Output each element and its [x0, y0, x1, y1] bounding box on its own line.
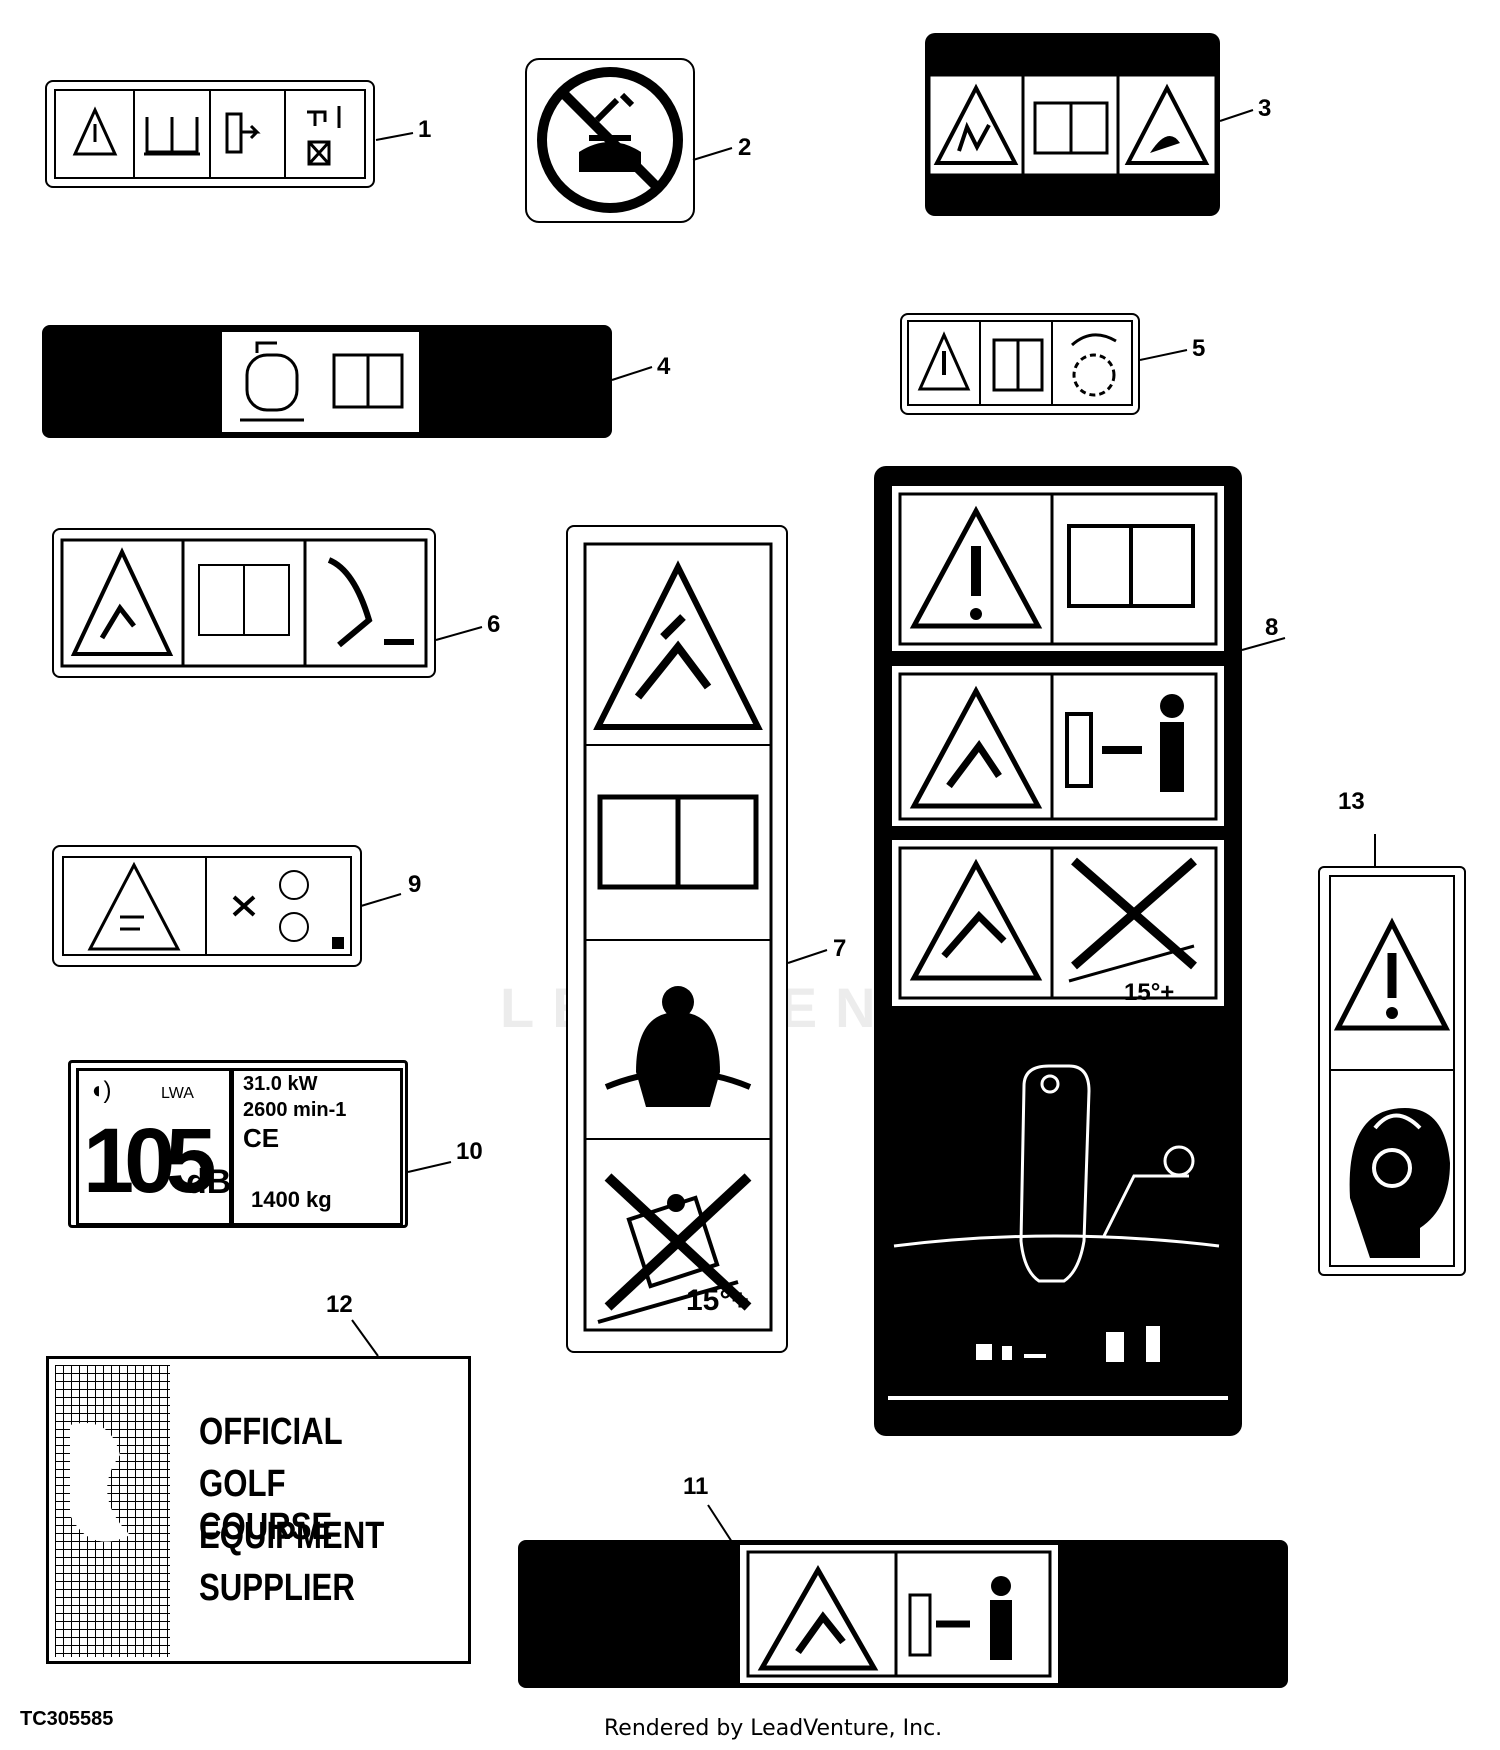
decal-3 — [925, 33, 1220, 216]
no-water-spray-icon — [537, 67, 683, 213]
noise-icon: ◖) — [89, 1077, 112, 1104]
slope-angle-label: 15°+ — [686, 1284, 749, 1317]
decal-13 — [1318, 866, 1466, 1276]
decal-5 — [900, 313, 1140, 415]
callout-10: 10 — [456, 1138, 483, 1165]
callout-6: 6 — [487, 611, 501, 638]
warning-icon — [72, 106, 118, 156]
callout-9: 9 — [408, 871, 422, 898]
decal-7: 15°+ — [566, 525, 788, 1353]
decal-3-icons — [927, 73, 1218, 177]
rotating-part-icon — [279, 870, 309, 900]
decal-13-icons — [1329, 875, 1455, 1267]
engine-speed: 2600 min-1 — [243, 1099, 347, 1121]
decal-8-icons — [888, 486, 1228, 1400]
manual-icon — [332, 353, 404, 409]
figure-id: TC305585 — [20, 1708, 114, 1730]
decal-10: ◖) LWA 105 dB 31.0 kW 2600 min-1 CE 1400… — [68, 1060, 408, 1228]
warning-icon — [1333, 917, 1451, 1031]
db-value: 105 — [83, 1110, 216, 1212]
callout-13: 13 — [1338, 788, 1365, 815]
ce-mark: CE — [243, 1123, 280, 1153]
warning-icon — [917, 331, 971, 391]
manual-icon — [198, 564, 290, 636]
decal-12: OFFICIAL GOLF COURSE EQUIPMENT SUPPLIER — [46, 1356, 471, 1664]
decal-6 — [52, 528, 436, 678]
callout-8: 8 — [1265, 614, 1279, 641]
key-remove-icon — [225, 112, 261, 154]
decal-1 — [45, 80, 375, 188]
callout-7: 7 — [833, 935, 847, 962]
person-icon — [1160, 694, 1184, 792]
control-symbols-icon — [976, 1326, 1160, 1362]
decal-8: 15°+ — [874, 466, 1242, 1436]
callout-12: 12 — [326, 1291, 353, 1318]
callout-4: 4 — [657, 353, 671, 380]
seatbelt-icon — [604, 986, 752, 1107]
supplier-line-4: SUPPLIER — [199, 1567, 355, 1609]
decal-11 — [518, 1540, 1288, 1688]
slope-angle-label: 15°+ — [1124, 979, 1175, 1006]
fuel-tank-icon — [240, 341, 304, 422]
callout-1: 1 — [418, 116, 432, 143]
supplier-line-2: GOLF COURSE — [199, 1463, 333, 1548]
person-icon — [990, 1576, 1012, 1660]
no-slope-icon — [1068, 857, 1197, 983]
power-rating: 31.0 kW — [243, 1073, 318, 1095]
decal-9-icons — [62, 856, 352, 956]
callout-2: 2 — [738, 134, 752, 161]
decal-9 — [52, 845, 362, 967]
db-unit: dB — [186, 1163, 232, 1201]
manual-icon — [992, 338, 1044, 392]
rendered-by: Rendered by LeadVenture, Inc. — [604, 1716, 943, 1741]
callout-5: 5 — [1192, 335, 1206, 362]
tie-down-icon — [307, 106, 341, 166]
supplier-line-1: OFFICIAL — [199, 1411, 343, 1453]
decal-5-icons — [907, 320, 1133, 406]
boom-arm-icon — [327, 557, 373, 648]
lwa-label: LWA — [161, 1085, 194, 1102]
no-slope-icon — [597, 1173, 752, 1324]
supplier-line-3: EQUIPMENT — [199, 1515, 385, 1557]
rotating-blade-icon — [1072, 353, 1116, 397]
decal-1-icons — [54, 89, 366, 179]
decal-4-icons — [222, 332, 419, 432]
decal-2 — [525, 58, 695, 223]
control-lever-diagram — [888, 1064, 1228, 1400]
manual-icon — [1033, 101, 1109, 155]
warning-icon — [87, 861, 181, 951]
grid-logo-icon — [55, 1365, 170, 1657]
decal-4 — [42, 325, 612, 438]
decal-7-icons — [583, 542, 773, 1332]
warning-icon — [909, 505, 1043, 629]
decal-11-icons — [740, 1545, 1058, 1683]
callout-11: 11 — [683, 1473, 709, 1500]
manual-icon — [597, 794, 759, 890]
manual-icon — [144, 117, 200, 156]
hearing-protection-icon — [1349, 1108, 1450, 1258]
callout-3: 3 — [1258, 95, 1272, 122]
decal-6-icons — [60, 538, 428, 668]
manual-icon — [1067, 524, 1195, 608]
machine-weight: 1400 kg — [251, 1187, 332, 1212]
